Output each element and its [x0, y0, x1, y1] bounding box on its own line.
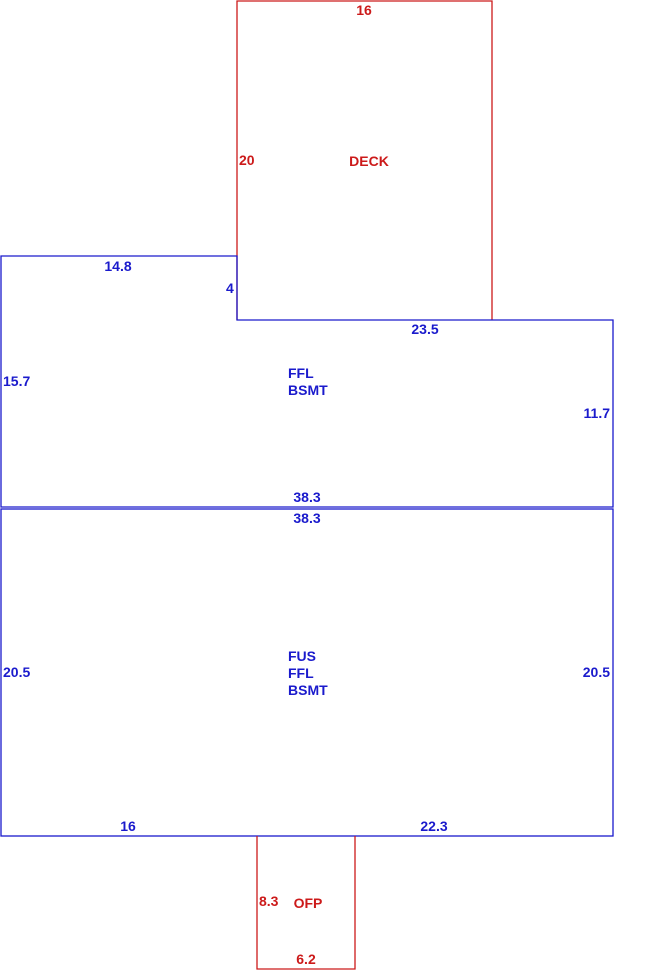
porch-area-label: OFP	[294, 895, 323, 911]
lower-right-dimension: 20.5	[583, 664, 610, 680]
lower-section-outline	[0, 508, 614, 837]
lower-area-label-line-1: FUS	[288, 648, 316, 664]
deck-area-label: DECK	[349, 153, 389, 169]
porch-left-dimension: 8.3	[259, 893, 279, 909]
upper-area-label-line-1: FFL	[288, 365, 314, 381]
upper-top-right-dimension: 23.5	[411, 321, 438, 337]
upper-left-dimension: 15.7	[3, 373, 30, 389]
upper-right-dimension: 11.7	[584, 405, 611, 421]
lower-bottom-left-dimension: 16	[120, 818, 136, 834]
upper-top-dimension: 14.8	[104, 258, 131, 274]
deck-left-dimension: 20	[239, 152, 255, 168]
lower-bottom-right-dimension: 22.3	[420, 818, 447, 834]
upper-step-dimension: 4	[226, 280, 234, 296]
lower-area-label-line-3: BSMT	[288, 682, 328, 698]
lower-left-dimension: 20.5	[3, 664, 30, 680]
lower-area-label-line-2: FFL	[288, 665, 314, 681]
porch-bottom-dimension: 6.2	[296, 951, 316, 967]
deck-outline	[236, 0, 493, 320]
deck-top-dimension: 16	[356, 2, 372, 18]
upper-section-outline	[0, 255, 614, 508]
upper-area-label-line-2: BSMT	[288, 382, 328, 398]
porch-outline	[256, 836, 356, 970]
lower-top-dimension: 38.3	[293, 510, 320, 526]
upper-bottom-dimension: 38.3	[293, 489, 320, 505]
